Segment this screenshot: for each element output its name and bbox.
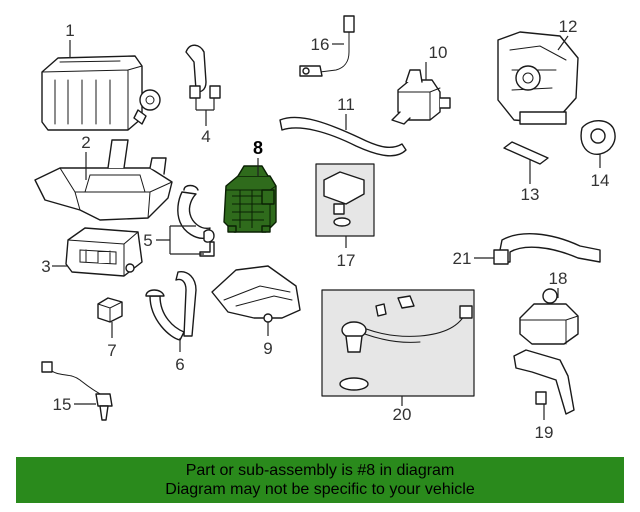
part-3-canister-lower[interactable] (65, 227, 143, 277)
callout-14: 14 (591, 171, 610, 190)
callout-12: 12 (559, 17, 578, 36)
part-20-vacuum-assembly[interactable] (321, 289, 475, 397)
part-5-elbow-hose[interactable] (177, 184, 215, 257)
part-18-solenoid[interactable] (519, 288, 579, 345)
part-info-banner: Part or sub-assembly is #8 in diagram Di… (16, 457, 624, 503)
callout-7: 7 (107, 341, 116, 360)
part-13-gasket[interactable] (503, 141, 549, 165)
part-16-sensor[interactable] (299, 15, 355, 77)
part-6-hose[interactable] (145, 271, 197, 341)
callout-9: 9 (263, 339, 272, 358)
part-14-gasket-ring[interactable] (580, 120, 616, 155)
part-8-highlighted-module[interactable] (223, 165, 277, 233)
callout-1: 1 (65, 21, 74, 40)
part-7-connector[interactable] (97, 297, 123, 323)
leader-12 (557, 35, 569, 51)
parts-diagram: 1 2 3 4 5 6 7 8 9 10 11 12 13 14 15 16 1… (34, 15, 616, 442)
part-11-tube[interactable] (279, 116, 407, 157)
part-19-bracket[interactable] (513, 349, 575, 415)
callout-2: 2 (81, 133, 90, 152)
banner-line-part: Part or sub-assembly is #8 in diagram (185, 462, 455, 479)
part-1-canister[interactable] (41, 55, 161, 131)
part-10-purge-valve[interactable] (391, 69, 451, 125)
part-9-heat-shield[interactable] (211, 265, 301, 323)
callout-17: 17 (337, 251, 356, 270)
callout-5: 5 (143, 231, 152, 250)
part-12-throttle-body[interactable] (497, 31, 579, 125)
callout-13: 13 (521, 185, 540, 204)
part-4-hose[interactable] (185, 44, 221, 99)
callout-8: 8 (253, 138, 263, 158)
callout-21: 21 (453, 249, 472, 268)
callout-15: 15 (53, 395, 72, 414)
part-15-sensor[interactable] (41, 361, 113, 421)
part-21-pipe[interactable] (493, 233, 601, 265)
leader-5 (156, 225, 204, 255)
leader-4 (195, 98, 215, 126)
part-2-canister-bracket[interactable] (34, 139, 173, 221)
callout-19: 19 (535, 423, 554, 442)
callout-18: 18 (549, 269, 568, 288)
callout-16: 16 (311, 35, 330, 54)
callout-20: 20 (393, 405, 412, 424)
callout-6: 6 (175, 355, 184, 374)
callout-10: 10 (429, 43, 448, 62)
banner-line-disclaimer: Diagram may not be specific to your vehi… (165, 481, 475, 498)
callout-3: 3 (41, 257, 50, 276)
callout-4: 4 (201, 127, 210, 146)
part-17-map-sensor[interactable] (315, 163, 375, 237)
callout-11: 11 (337, 95, 355, 114)
